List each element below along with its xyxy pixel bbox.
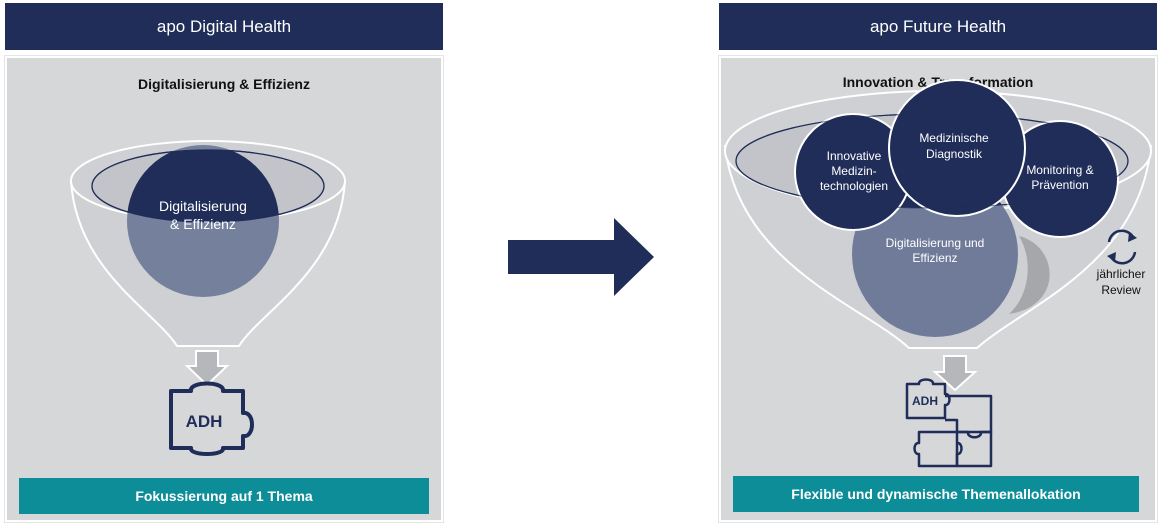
left-subtitle: Digitalisierung & Effizienz: [138, 76, 310, 92]
diagnostik-label-1: Medizinische: [919, 131, 989, 145]
left-bottom-bar: Fokussierung auf 1 Thema: [19, 478, 429, 514]
review-label-2: Review: [1101, 283, 1141, 297]
right-puzzle-label: ADH: [912, 394, 938, 408]
right-bottom-bar: Flexible und dynamische Themenallokation: [733, 476, 1139, 512]
review-label-1: jährlicher: [1096, 267, 1146, 281]
arrow-down-icon: [184, 350, 230, 387]
monitoring-label-1: Monitoring &: [1026, 163, 1093, 177]
left-funnel-diagram: Digitalisierung & Effizienz ADH: [69, 140, 347, 456]
right-bottom-bar-label: Flexible und dynamische Themenallokation: [791, 486, 1081, 502]
right-funnel-diagram: Innovative Medizin- technologien Medizin…: [723, 79, 1153, 468]
diagnostik-label-2: Diagnostik: [926, 147, 983, 161]
left-header: apo Digital Health: [5, 3, 443, 50]
innovative-label-1: Innovative: [827, 149, 882, 163]
left-puzzle-label: ADH: [186, 412, 223, 431]
left-circle-label-1: Digitalisierung: [159, 198, 247, 214]
puzzle-icon: [169, 381, 254, 456]
right-header: apo Future Health: [719, 3, 1157, 50]
left-bottom-bar-label: Fokussierung auf 1 Thema: [135, 488, 313, 504]
arrow-down-icon: [932, 355, 978, 392]
puzzle-icon: [905, 378, 993, 468]
left-header-title: apo Digital Health: [156, 16, 292, 36]
digitalisierung-label-2: Effizienz: [912, 251, 957, 265]
innovative-label-3: technologien: [820, 179, 888, 193]
right-header-title: apo Future Health: [869, 16, 1007, 36]
left-circle-label-2: & Effizienz: [170, 216, 236, 232]
monitoring-label-2: Prävention: [1031, 178, 1088, 192]
digitalisierung-label-1: Digitalisierung und: [886, 236, 985, 250]
innovative-label-2: Medizin-: [831, 164, 876, 178]
arrow-right-icon: [508, 218, 654, 296]
